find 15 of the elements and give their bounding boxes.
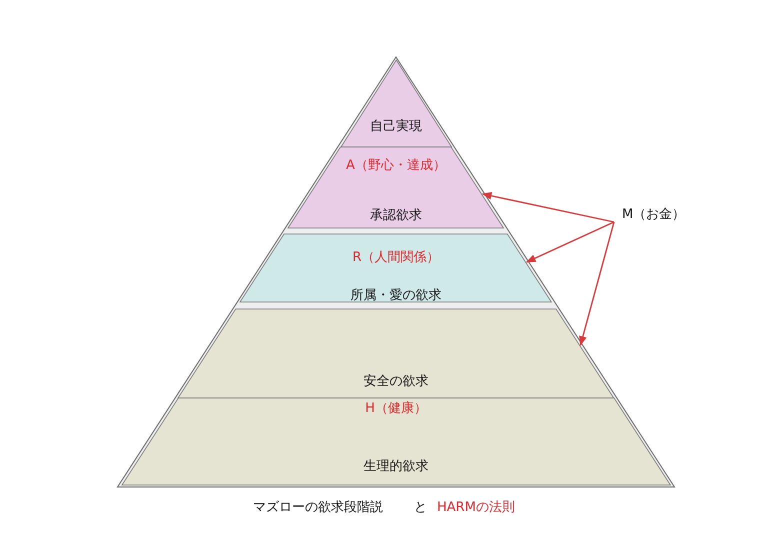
layer-label: 安全の欲求 xyxy=(363,374,428,390)
harm-label: H（健康） xyxy=(365,401,427,417)
caption-text: マズローの欲求段階説 xyxy=(253,500,383,516)
layer-label: 自己実現 xyxy=(370,119,422,135)
harm-label: R（人間関係） xyxy=(352,250,440,266)
caption-text: と xyxy=(414,500,427,516)
layer-label: 生理的欲求 xyxy=(363,459,428,475)
layer-label: 所属・愛の欲求 xyxy=(350,288,442,304)
arrow xyxy=(526,221,614,263)
harm-label: M（お金） xyxy=(622,207,686,223)
arrow xyxy=(482,192,614,223)
arrow xyxy=(579,222,615,346)
layer-label: 承認欲求 xyxy=(370,208,422,224)
harm-label: A（野心・達成） xyxy=(346,158,446,174)
caption-text: HARMの法則 xyxy=(437,500,515,516)
